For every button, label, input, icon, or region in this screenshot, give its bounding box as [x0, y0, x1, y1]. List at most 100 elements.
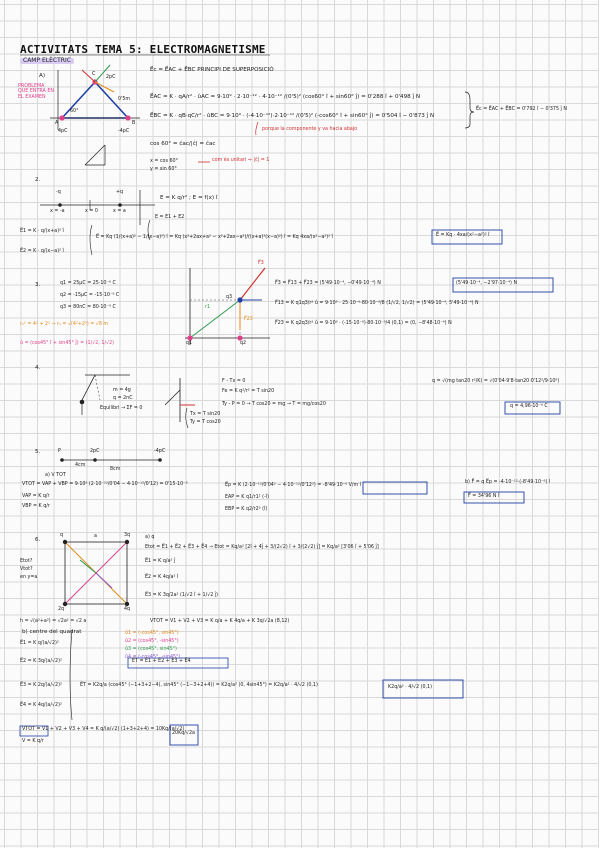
ex6-b-sum: E⃗T = E⃗1 + E⃗2 + E⃗3 + E⃗4: [132, 659, 191, 664]
ex5-result-box-2: [463, 491, 525, 504]
ex6-q-vtot: Vtot?: [20, 567, 33, 572]
ex6-sum-box: [127, 657, 229, 669]
ex4-number: 4.: [35, 365, 41, 371]
ex4-equilibrium: Equilibri → ΣF = 0: [100, 406, 143, 411]
ex1-x-eq: x = cos 60°: [150, 159, 179, 164]
ex3-number: 3.: [35, 282, 41, 288]
ex1-charge-a: A: [55, 121, 59, 126]
ex3-f23: F⃗23 = K q2q3/r² û = 9·10⁹ · (-15·10⁻⁶)·…: [275, 321, 452, 326]
ex1-charge-a-value: 4pC: [58, 129, 68, 134]
ex5-e-total: E⃗p = K (2·10⁻¹²/0'04² − 4·10⁻¹²/0'12²) …: [225, 483, 362, 488]
ex6-charge-q: q: [60, 533, 64, 538]
ex6-vtot: VTOT = V1 + V2 + V3 = K q/a + K 4q/a + K…: [150, 619, 290, 624]
ex3-q1: q1 = 25µC = 25·10⁻⁶ C: [60, 281, 116, 286]
ex4-result-box: [504, 401, 561, 415]
ex1-distance: 0'5m: [118, 97, 131, 102]
ex3-pythagoras: r₁² = 4² + 2² → r₁ = √(4²+2²) = √8 m: [20, 322, 109, 327]
ex1-unit-note: com és unitari ⇒ |ĉ| = 1: [212, 158, 270, 163]
ex5-vbp: VBP = K q/r: [22, 504, 50, 509]
ex6-v-eq: V = K q/r: [22, 739, 44, 744]
ex6-b-e1: E⃗1 = K q/(a/√2)²: [20, 641, 59, 646]
ex5-a-label: a) V TOT: [45, 473, 66, 478]
ex1-cos: cos 60° = ĉac/|ĉ| = ĉac: [150, 141, 216, 147]
ex5-eap: EAP = K q1/r1² (-î): [225, 495, 269, 500]
ex5-result-box-1: [362, 481, 428, 495]
ex4-tcos: Ty = T cos20: [190, 420, 221, 425]
ex1-result: E⃗c = E⃗AC + E⃗BC = 0'792 î − 0'375 ĵ N: [476, 107, 567, 112]
ex1-charge-c: C: [92, 72, 96, 77]
ex6-charge-4q: 4q: [124, 607, 131, 612]
ex6-b-box: K2q/a² · 4/√2 (0,1): [388, 685, 432, 690]
ex1-eq-ac: E⃗AC = K · qA/r² · ûAC = 9·10⁹ · 2·10⁻¹²…: [150, 94, 421, 100]
ex3-label-q1: q1: [186, 341, 193, 346]
ex4-brace: [185, 407, 189, 429]
ex2-long-eq: E⃗ = Kq (1/(x+a)² − 1/(x−a)²) î = Kq (x²…: [96, 235, 333, 240]
ex5-dist-4: 4cm: [75, 463, 86, 468]
ex5-point-p: P: [58, 449, 61, 454]
ex6-b-e2: E⃗2 = K 3q/(a/√2)²: [20, 659, 62, 664]
ex5-dist-8: 8cm: [110, 467, 121, 472]
ex4-ty: Ty - P = 0 → T cos20 = mg → T = mg/cos20: [222, 402, 326, 407]
ex5-axis: [60, 458, 162, 462]
ex2-brace-left: [89, 224, 93, 256]
ex5-ebp: EBP = K q2/r2² (î): [225, 507, 268, 512]
ex6-a-label: a) q: [145, 535, 155, 540]
ex2-result: E⃗ = Kq · 4xa/(x²−a²)² î: [436, 233, 490, 238]
ex5-charge-a: 2pC: [90, 449, 100, 454]
ex3-label-q3: q3: [226, 295, 233, 300]
ex3-result-box: [452, 277, 554, 293]
ex4-mass: m = 4g: [113, 388, 131, 393]
ex2-sum: E = E1 + E2: [155, 215, 185, 220]
ex3-q3: q3 = 80nC = 80·10⁻⁹ C: [60, 305, 116, 310]
ex3-q2: q2 = -15µC = -15·10⁻⁶ C: [60, 293, 120, 298]
ex2-e-eq: E = K q/r² ; E = f(x) î: [160, 195, 218, 201]
ex6-e2: E⃗2 = K 4q/a² î: [145, 575, 179, 580]
ex2-axis-zero: x = 0: [85, 209, 98, 214]
ex6-e1: E⃗1 = K q/a² ĵ: [145, 559, 176, 564]
ex6-b-e3: E⃗3 = K 2q/(a/√2)²: [20, 683, 62, 688]
ex6-side-label: a: [94, 534, 97, 539]
page-title: ACTIVITATS TEMA 5: ELECTROMAGNETISME: [20, 43, 266, 56]
ex3-label-f23: F⃗23: [244, 317, 253, 322]
ex4-tx: Tx = T sin20: [190, 412, 221, 417]
ex6-b-et: E⃗T = K2q/a (cos45° (−1+3+2−4), sin45° (…: [80, 683, 318, 688]
ex5-vap: VAP = K q/r: [22, 494, 50, 499]
ex6-dir-2: û2 = (cos45°, -sin45°): [125, 639, 179, 644]
ex1-charge-c-value: 2pC: [106, 75, 116, 80]
ex1-charge-b-value: -4pC: [118, 129, 130, 134]
ex3-label-r1: r1: [205, 305, 211, 310]
ex3-unit-vector: û = (cos45° î + sin45° ĵ) = (1/√2, 1/√2): [20, 341, 114, 346]
ex2-brace: [147, 219, 151, 241]
ex6-vtot2: VTOT = V1 + V2 + V3 + V4 = K q/(a/√2) (1…: [22, 727, 185, 732]
ex5-number: 5.: [35, 449, 41, 455]
ex4-q-eq: q = √(mg tan20 r²/K) = √(0'04·9'8·tan20·…: [432, 379, 560, 384]
ex2-e1: E⃗1 = K · q/(x+a)² î: [20, 229, 64, 234]
ex4-charge: q = 2nC: [113, 396, 133, 401]
ex1-red-hook: [255, 121, 259, 136]
ex1-angle: 60°: [70, 109, 79, 114]
ex2-charge-pos: +q: [116, 190, 124, 195]
ex3-f13: F⃗13 = K q1q3/r² û = 9·10⁹ · 25·10⁻⁶·80·…: [275, 301, 479, 306]
ex4-q-result: q = 4,96·10⁻⁶ C: [510, 404, 548, 409]
ex6-b-e4: E⃗4 = K 4q/(a/√2)²: [20, 703, 62, 708]
ex2-e2: E⃗2 = K · q/(x−a)² î: [20, 249, 64, 254]
ex6-brace-left: [69, 629, 73, 721]
ex6-b-label: b) centre del quadrat: [22, 629, 82, 635]
ex6-h: h = √(a²+a²) = √2a² = √2 a: [20, 619, 87, 624]
ex3-diagram: [185, 267, 270, 345]
ex3-label-q2: q2: [240, 341, 247, 346]
ex2-axis: [40, 190, 155, 225]
ex5-v-tot: VTOT = VAP + VBP = 9·10⁹ (2·10⁻¹²/0'04 −…: [22, 482, 188, 487]
ex3-force-total: F⃗3 = F⃗13 + F⃗23 = (5'49·10⁻⁴, −0'49·10…: [275, 281, 381, 286]
ex1-brace: [464, 91, 475, 129]
ex6-dir-1: û1 = (-cos45°, sin45°): [125, 631, 179, 636]
ex6-dir-3: û3 = (cos45°, sin45°): [125, 647, 177, 652]
ex1-red-note: porque la componente y va hacia abajo: [262, 127, 358, 132]
ex5-charge-b: -4pC: [154, 449, 166, 454]
ex6-vtot-box: [19, 725, 49, 737]
ex2-axis-neg: x = -a: [50, 209, 65, 214]
ex1-unit-triangle: [84, 144, 106, 166]
ex3-force-box: (5'49·10⁻⁴, −2'97·10⁻⁴) N: [456, 281, 518, 286]
